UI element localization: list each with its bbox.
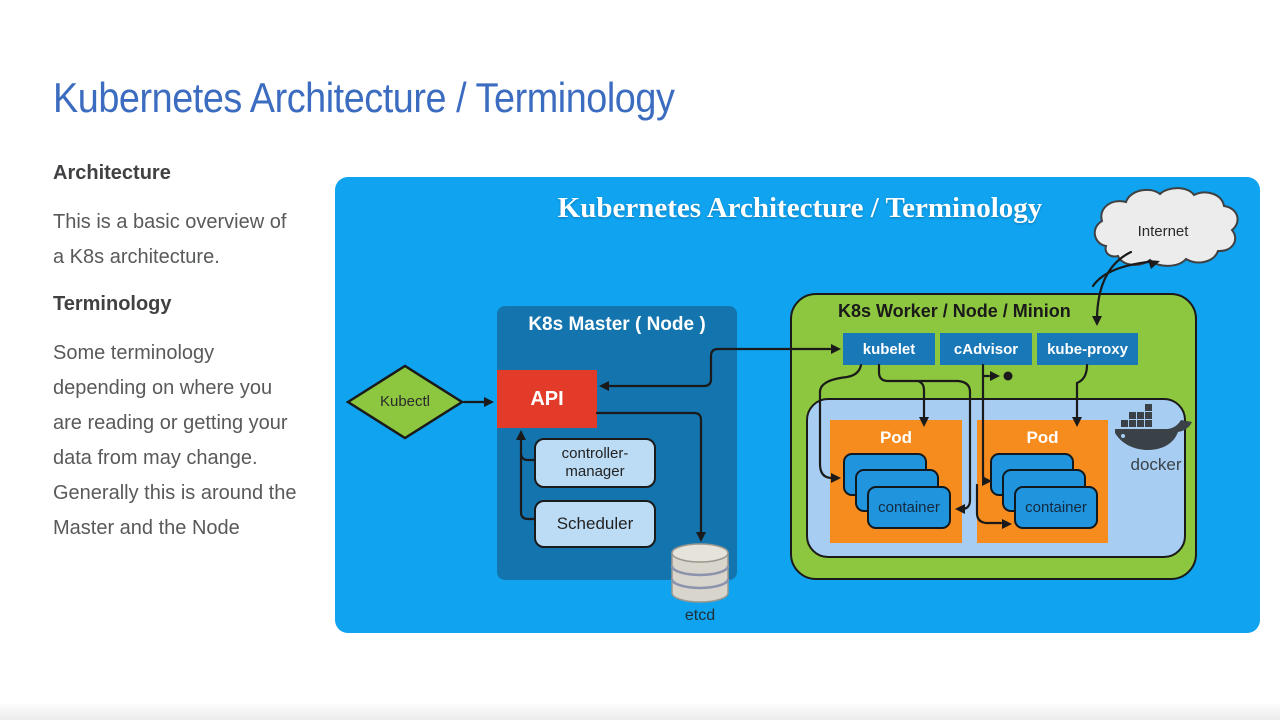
kube-proxy-box: kube-proxy [1037, 333, 1138, 365]
pod-2-container-front: container [1014, 486, 1098, 529]
kubelet-box: kubelet [843, 333, 935, 365]
pod-1-label: Pod [879, 428, 913, 447]
section-heading-terminology: Terminology [53, 293, 172, 315]
diagram-title: Kubernetes Architecture / Terminology [557, 192, 1043, 224]
cadvisor-box: cAdvisor [940, 333, 1032, 365]
docker-label: docker [1130, 455, 1182, 474]
section-body-architecture: This is a basic overview of a K8s archit… [53, 211, 287, 268]
api-box: API [497, 370, 597, 428]
controller-manager-box: controller- manager [534, 438, 656, 488]
scheduler-box: Scheduler [534, 500, 656, 548]
master-node-title: K8s Master ( Node ) [528, 314, 706, 335]
worker-node-title: K8s Worker / Node / Minion [838, 301, 1071, 321]
pod-1-container-front: container [867, 486, 951, 529]
etcd-label: etcd [684, 607, 716, 624]
internet-label: Internet [1137, 223, 1189, 240]
pod-2: Pod container [977, 420, 1108, 543]
kubectl-label: Kubectl [379, 393, 431, 410]
pod-1: Pod container [830, 420, 962, 543]
bottom-fade [0, 702, 1280, 720]
pod-2-label: Pod [1026, 428, 1059, 447]
section-body-terminology: Some terminology depending on where you … [53, 342, 297, 539]
section-heading-architecture: Architecture [53, 162, 171, 184]
page-title: Kubernetes Architecture / Terminology [53, 74, 675, 121]
